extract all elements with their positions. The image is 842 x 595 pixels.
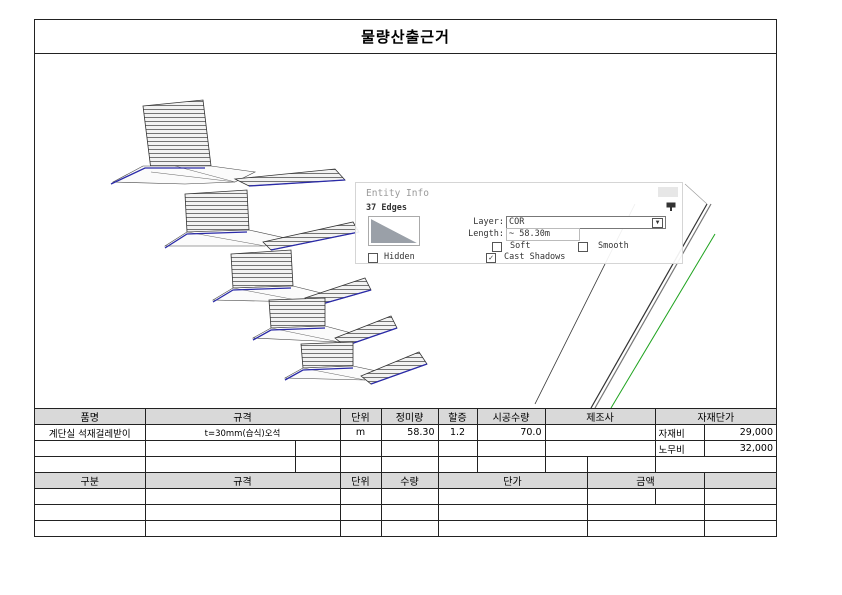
sub-header-qty: 수량 xyxy=(380,472,439,489)
cell-price2-label: 노무비 xyxy=(654,440,705,457)
pin-icon[interactable] xyxy=(666,202,676,211)
table-header-row: 품명 규격 단위 정미량 할증 시공수량 제조사 자재단가 xyxy=(35,409,777,425)
quantity-sheet: 물량산출근거 xyxy=(34,19,777,537)
table-row: 계단실 석재걸레받이 t=30mm(습식)오석 m 58.30 1.2 70.0… xyxy=(35,424,777,441)
smooth-label: Smooth xyxy=(598,241,629,251)
cell-net-qty: 58.30 xyxy=(380,424,439,441)
sub-header-category: 구분 xyxy=(35,472,146,489)
sub-header-row: 구분 규격 단위 수량 단가 금액 xyxy=(35,472,777,489)
soft-checkbox[interactable] xyxy=(492,242,502,252)
stair-flight-4 xyxy=(251,297,398,347)
cast-shadows-checkbox[interactable]: ✓ xyxy=(486,253,496,263)
table-row: 노무비 32,000 xyxy=(35,440,777,457)
panel-close-button[interactable] xyxy=(658,187,678,197)
cell-maker xyxy=(544,424,656,441)
staircase-model-drawing xyxy=(110,99,716,408)
cell-price2-value: 32,000 xyxy=(703,440,777,457)
sub-header-spec: 규격 xyxy=(144,472,341,489)
cell-surcharge: 1.2 xyxy=(437,424,478,441)
cast-shadows-label: Cast Shadows xyxy=(504,252,566,262)
header-item: 품명 xyxy=(35,409,146,425)
length-label: Length: xyxy=(468,229,504,239)
cell-spec: t=30mm(습식)오석 xyxy=(144,424,341,441)
table-row xyxy=(35,456,777,473)
cell-item: 계단실 석재걸레받이 xyxy=(35,424,146,441)
header-spec: 규격 xyxy=(144,409,341,425)
entity-info-title: Entity Info xyxy=(366,188,429,199)
sub-header-price: 단가 xyxy=(437,472,588,489)
layer-value: COR xyxy=(509,217,525,227)
hidden-checkbox[interactable] xyxy=(368,253,378,263)
table-row xyxy=(35,504,777,521)
header-net-qty: 정미량 xyxy=(380,409,439,425)
cell-price1-value: 29,000 xyxy=(703,424,777,441)
page-title: 물량산출근거 xyxy=(35,20,776,54)
table-row xyxy=(35,520,777,536)
stair-flight-5 xyxy=(283,341,428,385)
model-image-area: Entity Info 37 Edges Layer: COR ▼ Length… xyxy=(35,54,776,409)
sub-header-unit: 단위 xyxy=(339,472,382,489)
dropdown-arrow-icon[interactable]: ▼ xyxy=(652,218,663,228)
entity-info-panel: Entity Info 37 Edges Layer: COR ▼ Length… xyxy=(355,182,683,264)
soft-label: Soft xyxy=(510,241,531,251)
layer-select[interactable]: COR ▼ xyxy=(506,216,666,229)
length-field[interactable]: ~ 58.30m xyxy=(506,228,580,241)
header-surcharge: 할증 xyxy=(437,409,478,425)
cell-const-qty: 70.0 xyxy=(476,424,546,441)
stair-flight-2 xyxy=(163,189,360,251)
length-value: ~ 58.30m xyxy=(509,229,550,239)
layer-label: Layer: xyxy=(473,217,504,227)
material-swatch[interactable] xyxy=(368,216,420,246)
stair-flight-3 xyxy=(211,249,372,307)
header-const-qty: 시공수량 xyxy=(476,409,546,425)
header-maker: 제조사 xyxy=(544,409,656,425)
header-unit: 단위 xyxy=(339,409,382,425)
cell-price1-label: 자재비 xyxy=(654,424,705,441)
quantity-table: 품명 규격 단위 정미량 할증 시공수량 제조사 자재단가 계단실 석재걸레받이… xyxy=(35,409,777,536)
smooth-checkbox[interactable] xyxy=(578,242,588,252)
stair-flight-1 xyxy=(110,99,346,187)
cell-unit: m xyxy=(339,424,382,441)
table-row xyxy=(35,488,777,505)
entity-count: 37 Edges xyxy=(366,203,407,213)
sub-header-amount: 금액 xyxy=(586,472,705,489)
hidden-label: Hidden xyxy=(384,252,415,262)
header-unit-price: 자재단가 xyxy=(654,409,777,425)
